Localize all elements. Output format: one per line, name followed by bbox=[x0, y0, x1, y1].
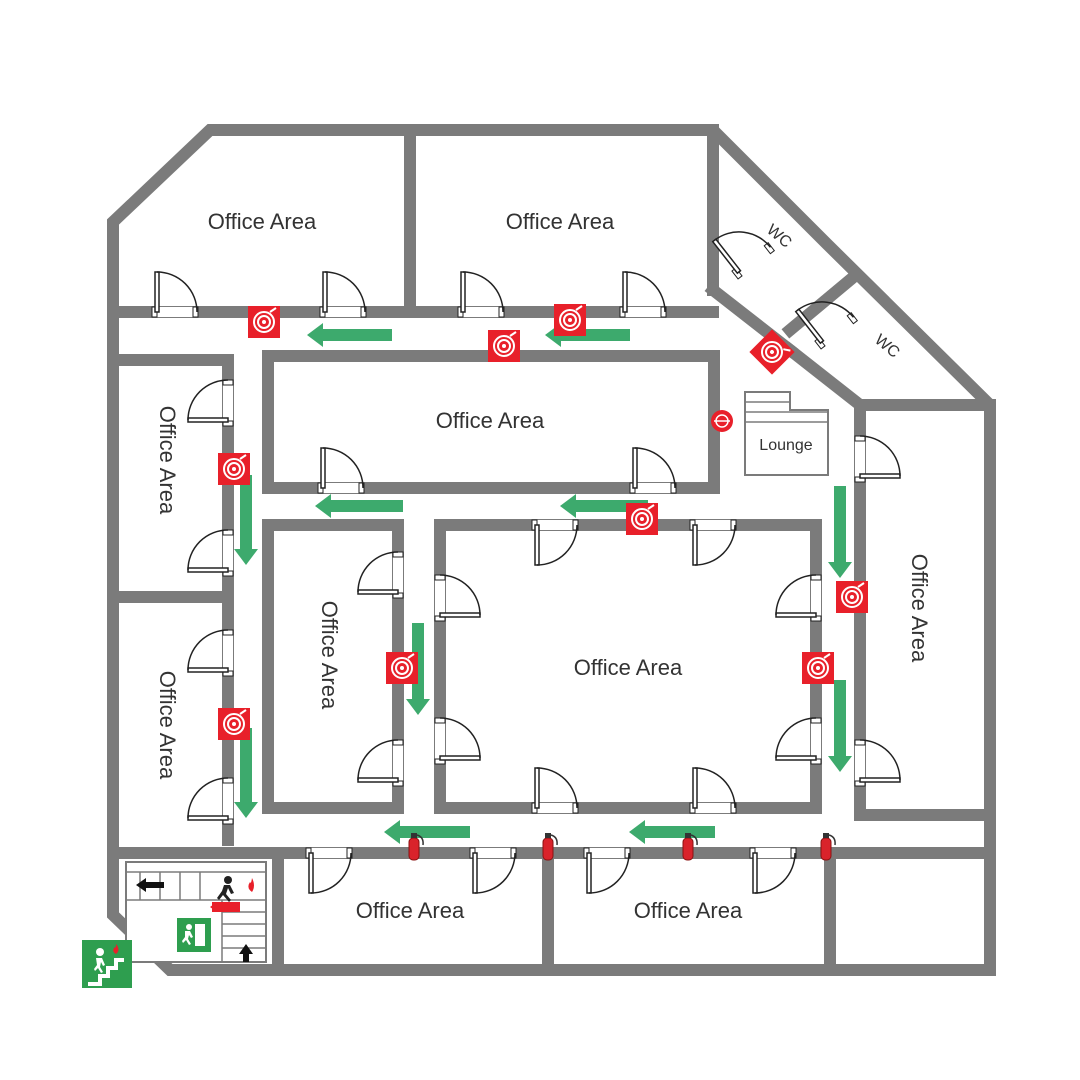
evacuation-arrow-icon bbox=[629, 820, 715, 844]
room-label-office-right: Office Area bbox=[907, 554, 932, 663]
evacuation-arrow-icon bbox=[234, 475, 258, 565]
fire-hose-reel-icon bbox=[218, 708, 250, 740]
fire-extinguisher-icon bbox=[820, 833, 836, 861]
running-person-icon bbox=[217, 876, 234, 902]
emergency-exit-sign-icon bbox=[177, 918, 211, 952]
room-label-office-left-lower: Office Area bbox=[155, 671, 180, 780]
door bbox=[854, 435, 901, 483]
room-label-office-center-upper: Office Area bbox=[436, 408, 545, 433]
door bbox=[319, 271, 367, 318]
room-label-lounge: Lounge bbox=[759, 437, 812, 454]
fire-extinguisher-icon bbox=[542, 833, 558, 861]
room-label-office-top-left: Office Area bbox=[208, 209, 317, 234]
evacuation-arrow-icon bbox=[315, 494, 403, 518]
door bbox=[794, 301, 859, 350]
exit-arrow-small-icon bbox=[210, 902, 223, 912]
evacuation-arrow-icon bbox=[828, 680, 852, 772]
door bbox=[689, 767, 737, 814]
room-label-office-bottom-right: Office Area bbox=[634, 898, 743, 923]
door bbox=[689, 519, 737, 566]
door bbox=[434, 717, 481, 765]
fire-hose-reel-icon bbox=[626, 503, 658, 535]
fire-extinguishers bbox=[408, 833, 836, 861]
door bbox=[583, 847, 631, 894]
small-exit-label bbox=[212, 902, 240, 912]
door bbox=[434, 574, 481, 622]
fire-hose-reel-icon bbox=[218, 453, 250, 485]
door bbox=[317, 447, 365, 494]
door bbox=[775, 574, 822, 622]
door bbox=[619, 271, 667, 318]
lounge-stairs bbox=[744, 391, 829, 476]
evacuation-arrows bbox=[234, 323, 852, 844]
door bbox=[187, 529, 234, 577]
door bbox=[305, 847, 353, 894]
room-labels: Office Area Office Area Office Area Offi… bbox=[155, 209, 932, 923]
door bbox=[629, 447, 677, 494]
door bbox=[151, 271, 199, 318]
door bbox=[531, 767, 579, 814]
stair-exit-sign-icon bbox=[82, 940, 132, 988]
stair-arrow-up-icon bbox=[239, 944, 253, 962]
fire-hose-reel-icon bbox=[836, 581, 868, 613]
stair-arrow-left-icon bbox=[136, 878, 164, 892]
door bbox=[187, 777, 234, 825]
room-label-office-left-upper: Office Area bbox=[155, 406, 180, 515]
fire-hose-reel-icon bbox=[488, 330, 520, 362]
door bbox=[854, 739, 901, 787]
evacuation-arrow-icon bbox=[828, 486, 852, 578]
fire-hose-reel-icon bbox=[802, 652, 834, 684]
fire-alarm-icon bbox=[711, 410, 733, 432]
room-label-office-inner-left: Office Area bbox=[317, 601, 342, 710]
door bbox=[357, 739, 404, 787]
door bbox=[469, 847, 517, 894]
door bbox=[711, 231, 776, 280]
fire-hose-reel-icon bbox=[248, 306, 280, 338]
fire-extinguisher-icon bbox=[682, 833, 698, 861]
door bbox=[775, 717, 822, 765]
room-label-wc-2: WC bbox=[871, 331, 902, 361]
door bbox=[187, 379, 234, 427]
small-flame-icon bbox=[248, 878, 254, 892]
fire-hose-reel-icon bbox=[554, 304, 586, 336]
fire-hose-reel-icon bbox=[386, 652, 418, 684]
door bbox=[531, 519, 579, 566]
fire-extinguisher-icon bbox=[408, 833, 424, 861]
room-label-office-top-mid: Office Area bbox=[506, 209, 615, 234]
evacuation-arrow-icon bbox=[384, 820, 470, 844]
room-label-office-bottom-left: Office Area bbox=[356, 898, 465, 923]
door bbox=[749, 847, 797, 894]
evacuation-arrow-icon bbox=[307, 323, 392, 347]
fire-hose-reels bbox=[218, 304, 868, 740]
door bbox=[357, 551, 404, 599]
door bbox=[187, 629, 234, 677]
doors bbox=[151, 231, 901, 894]
evacuation-arrow-icon bbox=[234, 728, 258, 818]
door bbox=[457, 271, 505, 318]
room-label-office-center: Office Area bbox=[574, 655, 683, 680]
